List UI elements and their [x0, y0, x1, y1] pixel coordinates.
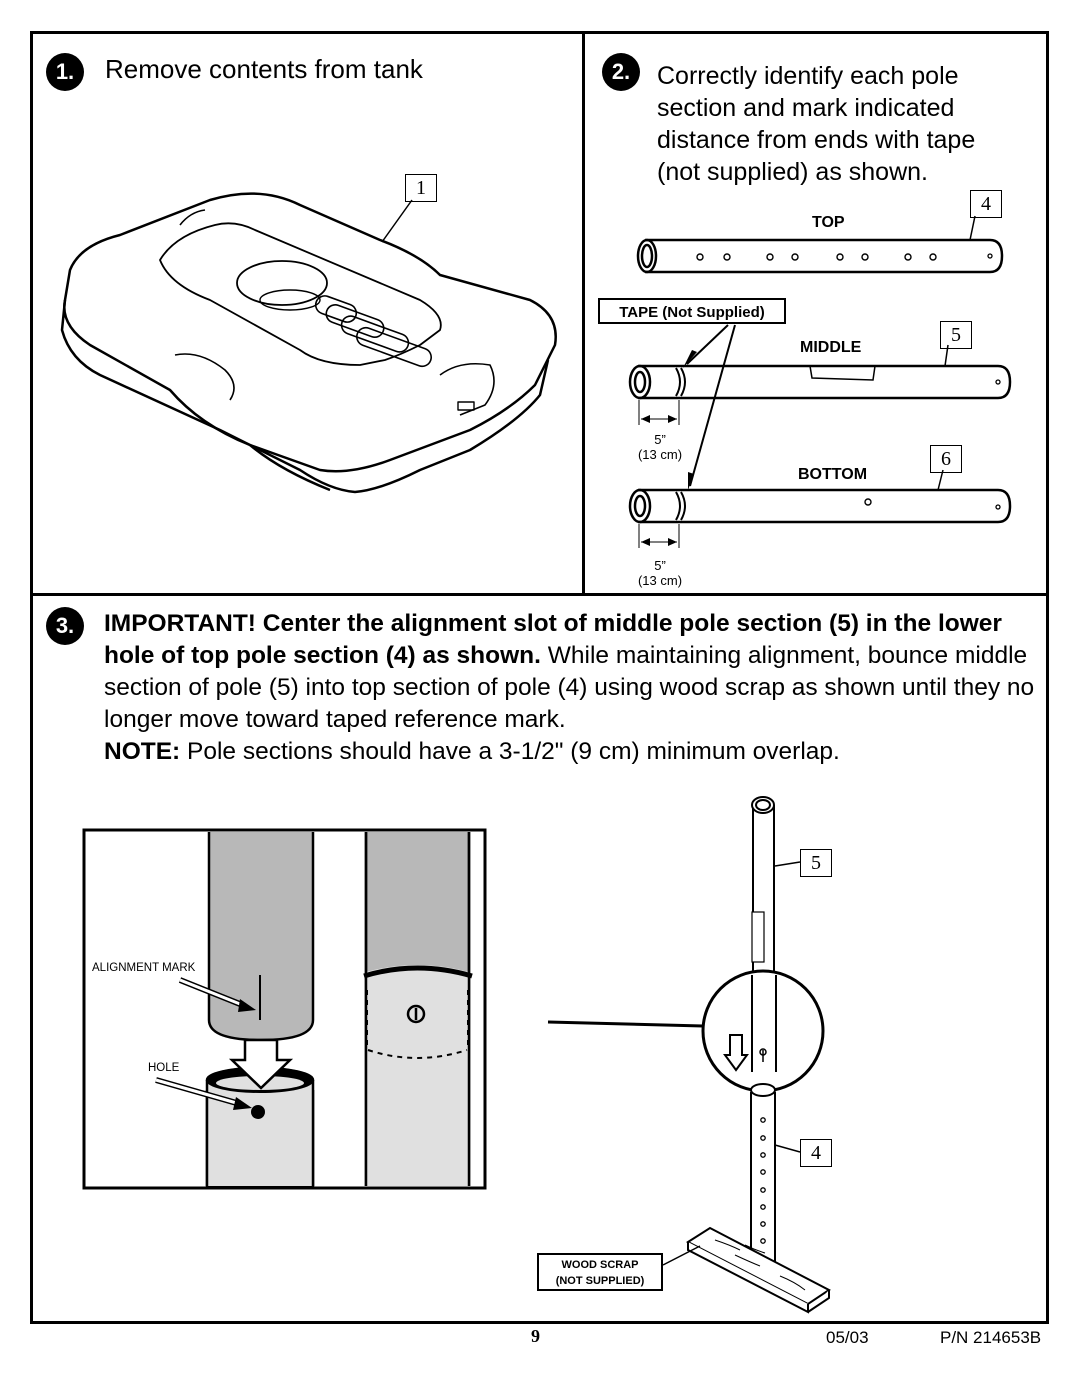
tank-illustration — [60, 192, 557, 494]
top-pole-label: TOP — [812, 214, 845, 231]
bottom-dimension-inches: 5” — [654, 558, 666, 573]
wood-scrap-line1: WOOD SCRAP — [561, 1259, 639, 1271]
alignment-mark-label: ALIGNMENT MARK — [92, 962, 196, 974]
footer-date: 05/03 — [826, 1328, 869, 1347]
middle-dimension-inches: 5” — [654, 432, 666, 447]
page-frame — [30, 31, 1049, 1324]
step3-instructions: IMPORTANT! Center the alignment slot of … — [104, 608, 1044, 768]
poles-illustration — [628, 215, 1012, 548]
hole-label: HOLE — [148, 1062, 180, 1074]
panel-divider-vertical — [582, 31, 585, 595]
bottom-dimension-cm: (13 cm) — [637, 573, 683, 588]
step2-badge: 2. — [602, 53, 640, 91]
step1-title: Remove contents from tank — [105, 54, 423, 84]
wood-scrap-line2: (NOT SUPPLIED) — [555, 1275, 645, 1287]
step3-note-label: NOTE: — [104, 738, 181, 765]
middle-dimension-cm: (13 cm) — [637, 447, 683, 462]
top-pole-callout: 4 — [970, 190, 1002, 218]
bottom-pole-label: BOTTOM — [798, 466, 868, 483]
step1-badge: 1. — [46, 53, 84, 91]
step3-important-text: IMPORTANT! Center the alignment slot of … — [104, 610, 1002, 669]
step3-note-text: Pole sections should have a 3-1/2" (9 cm… — [180, 738, 840, 765]
page-number: 9 — [531, 1326, 540, 1346]
middle-pole-callout: 5 — [940, 321, 972, 349]
step2-instructions: Correctly identify each pole section and… — [657, 62, 976, 186]
bottom-pole-callout: 6 — [930, 445, 962, 473]
tank-callout: 1 — [405, 174, 437, 202]
assembled-lower-callout: 4 — [800, 1139, 832, 1167]
wood-scrap-box: WOOD SCRAP (NOT SUPPLIED) — [537, 1253, 663, 1291]
footer-part-number: P/N 214653B — [940, 1328, 1042, 1347]
assembled-upper-callout: 5 — [800, 849, 832, 877]
middle-pole-label: MIDDLE — [800, 339, 862, 356]
panel-divider-horizontal — [30, 593, 1049, 596]
step3-body-text: While maintaining alignment, bounce midd… — [104, 642, 1035, 733]
step3-badge: 3. — [46, 607, 84, 645]
tape-label-box: TAPE (Not Supplied) — [598, 298, 786, 324]
